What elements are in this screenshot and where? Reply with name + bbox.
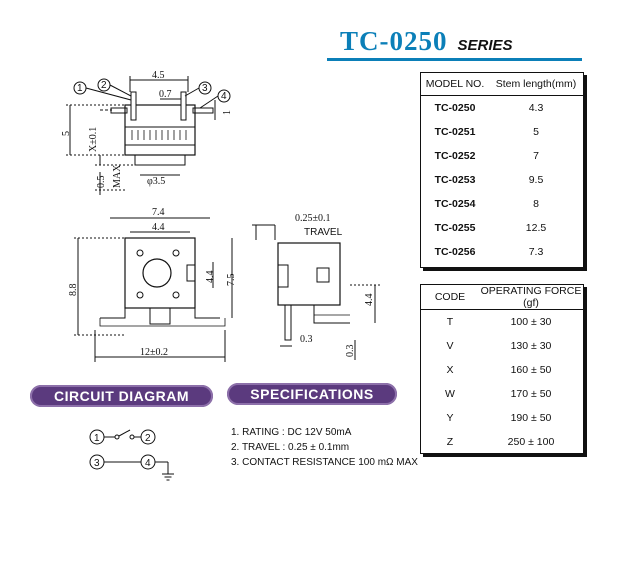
table-row: TC-0255 12.5 bbox=[421, 216, 583, 240]
side-view bbox=[252, 224, 380, 360]
table-row: TC-0254 8 bbox=[421, 192, 583, 216]
force-code: Z bbox=[446, 436, 454, 448]
specifications-list: 1. RATING : DC 12V 50mA 2. TRAVEL : 0.25… bbox=[231, 425, 418, 470]
pin-4: 4 bbox=[221, 91, 227, 102]
dim-1: 1 bbox=[222, 110, 233, 115]
model-no: TC-0256 bbox=[434, 246, 476, 258]
table-row: Z 250 ± 100 bbox=[421, 430, 583, 454]
operating-force: 160 ± 50 bbox=[510, 364, 552, 376]
dim-0-3-b: 0.3 bbox=[345, 345, 356, 358]
table-row: V 130 ± 30 bbox=[421, 334, 583, 358]
table-row: Y 190 ± 50 bbox=[421, 406, 583, 430]
force-header-force: OPERATING FORCE (gf) bbox=[479, 285, 583, 310]
dim-phi-3-5: φ3.5 bbox=[147, 176, 165, 187]
dim-4-4-side: 4.4 bbox=[205, 271, 216, 284]
operating-force: 100 ± 30 bbox=[510, 316, 552, 328]
table-row: TC-0256 7.3 bbox=[421, 240, 583, 264]
operating-force: 170 ± 50 bbox=[510, 388, 552, 400]
stem-length: 7.3 bbox=[528, 246, 544, 258]
table-row: TC-0250 4.3 bbox=[421, 96, 583, 121]
dim-5: 5 bbox=[61, 131, 72, 136]
force-table: CODE OPERATING FORCE (gf) T 100 ± 30 V 130… bbox=[420, 284, 584, 454]
operating-force: 250 ± 100 bbox=[507, 436, 555, 448]
series-word: SERIES bbox=[457, 37, 513, 54]
title-underline bbox=[327, 58, 582, 61]
dim-4-4-right: 4.4 bbox=[364, 294, 375, 307]
table-row: W 170 ± 50 bbox=[421, 382, 583, 406]
spec-rating: 1. RATING : DC 12V 50mA bbox=[231, 427, 352, 438]
series-title: TC-0250 SERIES bbox=[340, 26, 513, 56]
dim-x-tolerance: X±0.1 bbox=[88, 127, 99, 152]
specifications-heading: SPECIFICATIONS bbox=[227, 383, 397, 405]
model-no: TC-0253 bbox=[434, 174, 476, 186]
spec-contact-resistance: 3. CONTACT RESISTANCE 100 mΩ MAX bbox=[231, 457, 418, 468]
force-code: Y bbox=[446, 412, 454, 424]
force-code: X bbox=[446, 364, 454, 376]
force-code: V bbox=[446, 340, 454, 352]
model-table-header: MODEL NO. Stem length(mm) bbox=[421, 73, 583, 96]
operating-force: 130 ± 30 bbox=[510, 340, 552, 352]
switch-contact bbox=[118, 429, 131, 437]
circuit-pin-3: 3 bbox=[94, 458, 100, 469]
dim-7-5: 7.5 bbox=[226, 274, 237, 287]
dim-0-5: 0.5 bbox=[96, 176, 107, 189]
pin-3: 3 bbox=[202, 83, 208, 94]
circuit-pin-1: 1 bbox=[94, 433, 100, 444]
stem-length: 8 bbox=[533, 198, 539, 210]
stem-length: 5 bbox=[533, 126, 539, 138]
table-row: T 100 ± 30 bbox=[421, 310, 583, 335]
table-row: TC-0251 5 bbox=[421, 120, 583, 144]
stem-length: 9.5 bbox=[528, 174, 544, 186]
table-row: TC-0252 7 bbox=[421, 144, 583, 168]
force-code: W bbox=[445, 388, 455, 400]
dim-max: MAX bbox=[112, 164, 123, 188]
force-header-code: CODE bbox=[421, 285, 479, 310]
dim-12: 12±0.2 bbox=[140, 347, 168, 358]
pin-2: 2 bbox=[101, 80, 107, 91]
dim-4-5: 4.5 bbox=[152, 70, 165, 81]
model-no: TC-0252 bbox=[434, 150, 476, 162]
spec-travel: 2. TRAVEL : 0.25 ± 0.1mm bbox=[231, 442, 350, 453]
circuit-pin-2: 2 bbox=[145, 433, 151, 444]
dim-travel: TRAVEL bbox=[304, 227, 343, 238]
model-no: TC-0251 bbox=[434, 126, 476, 138]
dim-0-3-a: 0.3 bbox=[300, 334, 313, 345]
force-table-header: CODE OPERATING FORCE (gf) bbox=[421, 285, 583, 310]
dim-7-4: 7.4 bbox=[152, 207, 165, 218]
front-view bbox=[74, 217, 233, 362]
dim-4-4-top: 4.4 bbox=[152, 222, 165, 233]
stem-length: 7 bbox=[533, 150, 539, 162]
dim-0-7: 0.7 bbox=[159, 89, 172, 100]
circuit-pin-4: 4 bbox=[145, 458, 151, 469]
table-row: X 160 ± 50 bbox=[421, 358, 583, 382]
stem-length: 4.3 bbox=[528, 102, 544, 114]
dim-0-25: 0.25±0.1 bbox=[295, 213, 331, 224]
model-no: TC-0255 bbox=[434, 222, 476, 234]
model-no: TC-0254 bbox=[434, 198, 476, 210]
model-no: TC-0250 bbox=[434, 102, 476, 114]
dim-8-8: 8.8 bbox=[68, 284, 79, 297]
pin-1: 1 bbox=[77, 83, 83, 94]
model-table: MODEL NO. Stem length(mm) TC-0250 4.3 TC-… bbox=[420, 72, 584, 268]
operating-force: 190 ± 50 bbox=[510, 412, 552, 424]
stem-length: 12.5 bbox=[525, 222, 547, 234]
force-code: T bbox=[446, 316, 454, 328]
model-header-stem: Stem length(mm) bbox=[489, 73, 583, 96]
top-view bbox=[66, 76, 231, 195]
series-code: TC-0250 bbox=[340, 26, 448, 56]
model-header-model: MODEL NO. bbox=[421, 73, 489, 96]
circuit-diagram-heading: CIRCUIT DIAGRAM bbox=[30, 385, 213, 407]
circuit-diagram bbox=[89, 429, 174, 481]
table-row: TC-0253 9.5 bbox=[421, 168, 583, 192]
